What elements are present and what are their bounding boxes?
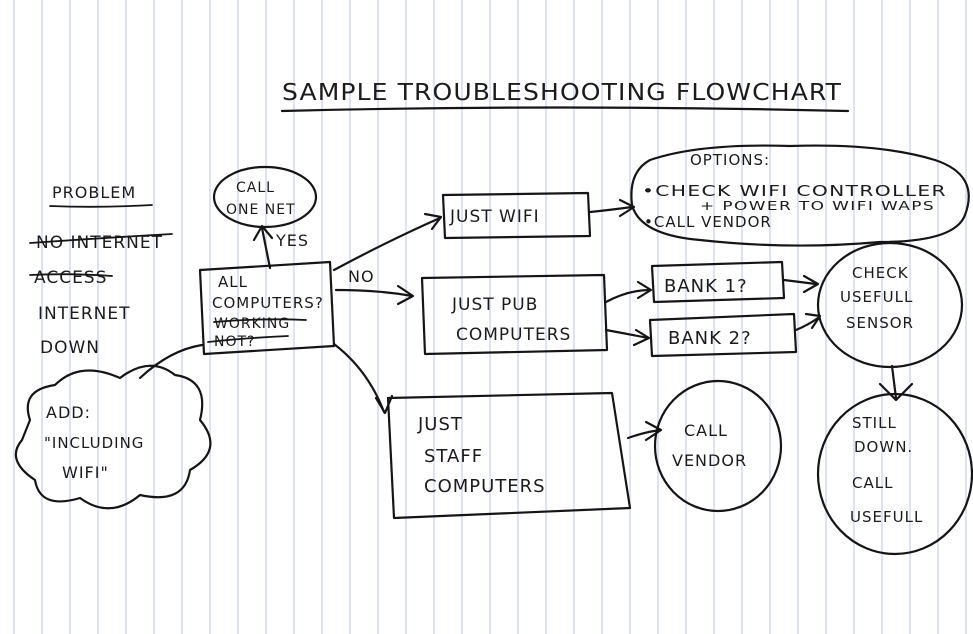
options-cloud	[630, 144, 970, 247]
options-item-2: + POWER TO WIFI WAPS	[700, 199, 935, 213]
arrowhead-just-wifi	[423, 212, 443, 231]
all-computers-line-1: ALL	[218, 273, 248, 291]
add-to-all-computers-connector	[138, 343, 204, 380]
add-note-line-1: ADD:	[46, 403, 91, 422]
all-computers-line-2: COMPUTERS?	[212, 294, 324, 312]
call-vendor-circle	[653, 379, 783, 513]
arrowhead-bank-1	[636, 280, 653, 300]
all-computers-crossed-2: NOT?	[214, 334, 255, 350]
just-wifi-label: JUST WIFI	[449, 207, 540, 227]
arrowhead-check-usefull-2	[804, 312, 822, 330]
title-underline	[280, 106, 850, 113]
arrowhead-call-one-net	[252, 224, 274, 242]
strike-line-1	[29, 233, 173, 244]
options-item-3: •CALL VENDOR	[644, 213, 772, 231]
problem-line-down: DOWN	[40, 338, 100, 358]
bank-1-to-check-usefull-arrow	[782, 278, 818, 286]
options-item-1: •CHECK WIFI CONTROLLER	[642, 182, 947, 200]
all-computers-box	[198, 260, 336, 356]
just-pub-line-2: COMPUTERS	[456, 325, 571, 345]
just-staff-to-call-vendor-arrow	[626, 428, 662, 440]
all-computers-to-just-wifi-arrow	[332, 216, 442, 272]
options-heading: OPTIONS:	[690, 151, 770, 169]
arrowhead-check-usefull-1	[802, 274, 820, 294]
strike-line-2	[29, 273, 113, 277]
all-computers-to-call-one-net-arrow	[260, 226, 272, 270]
just-pub-line-1: JUST PUB	[451, 295, 538, 315]
bank-1-label: BANK 1?	[664, 276, 748, 297]
call-vendor-line-2: VENDOR	[672, 451, 747, 470]
check-usefull-circle	[816, 241, 964, 369]
just-pub-to-bank-1-arrow	[604, 288, 652, 304]
check-usefull-line-3: SENSOR	[846, 314, 914, 332]
problem-line-internet: INTERNET	[38, 304, 131, 324]
bank-2-box	[648, 312, 798, 358]
add-note-line-2: "INCLUDING	[44, 434, 144, 452]
just-staff-line-2: STAFF	[424, 446, 483, 467]
just-wifi-to-options-arrow	[588, 205, 634, 214]
just-wifi-box	[441, 191, 592, 240]
no-label: NO	[348, 267, 375, 286]
arrowhead-just-staff	[374, 394, 394, 415]
arrowhead-bank-2	[632, 328, 651, 347]
still-down-line-2: DOWN.	[854, 438, 913, 456]
check-usefull-line-2: USEFULL	[840, 288, 913, 306]
still-down-line-1: STILL	[852, 414, 897, 432]
just-pub-box	[420, 273, 609, 356]
arrowhead-just-pub	[396, 284, 415, 306]
add-note-cloud	[14, 364, 212, 510]
notebook-ruling	[13, 0, 967, 634]
add-note-line-3: WIFI"	[62, 463, 109, 482]
arrowhead-options	[618, 198, 636, 218]
arrowhead-call-vendor	[644, 420, 663, 442]
bank-2-label: BANK 2?	[668, 328, 752, 349]
strike-line-3	[213, 318, 307, 323]
arrowhead-still-down	[878, 382, 914, 402]
bank-2-to-check-usefull-arrow	[794, 316, 820, 332]
call-one-net-line-1: CALL	[236, 180, 275, 196]
yes-label: YES	[275, 231, 309, 250]
call-vendor-line-1: CALL	[684, 421, 728, 440]
problem-underline	[49, 204, 153, 208]
all-computers-to-just-staff-arrow	[332, 342, 386, 414]
strike-line-4	[207, 335, 289, 343]
bank-1-box	[650, 260, 786, 304]
all-computers-to-just-pub-arrow	[334, 288, 414, 298]
still-down-line-3: CALL	[852, 474, 893, 492]
still-down-line-4: USEFULL	[850, 508, 923, 526]
check-usefull-line-1: CHECK	[852, 264, 909, 282]
all-computers-crossed-1: WORKING	[214, 316, 290, 332]
problem-crossed-line-2: ACCESS	[34, 268, 107, 288]
just-staff-box	[386, 391, 632, 520]
check-usefull-to-still-down-arrow	[890, 364, 898, 400]
just-staff-line-1: JUST	[417, 414, 463, 435]
call-one-net-line-2: ONE NET	[226, 202, 296, 218]
call-one-net-ellipse	[212, 165, 318, 229]
problem-heading: PROBLEM	[52, 183, 136, 202]
problem-crossed-line-1: NO INTERNET	[36, 233, 163, 253]
just-pub-to-bank-2-arrow	[604, 328, 650, 340]
just-staff-line-3: COMPUTERS	[424, 476, 546, 497]
flowchart-title: SAMPLE TROUBLESHOOTING FLOWCHART	[282, 80, 842, 106]
